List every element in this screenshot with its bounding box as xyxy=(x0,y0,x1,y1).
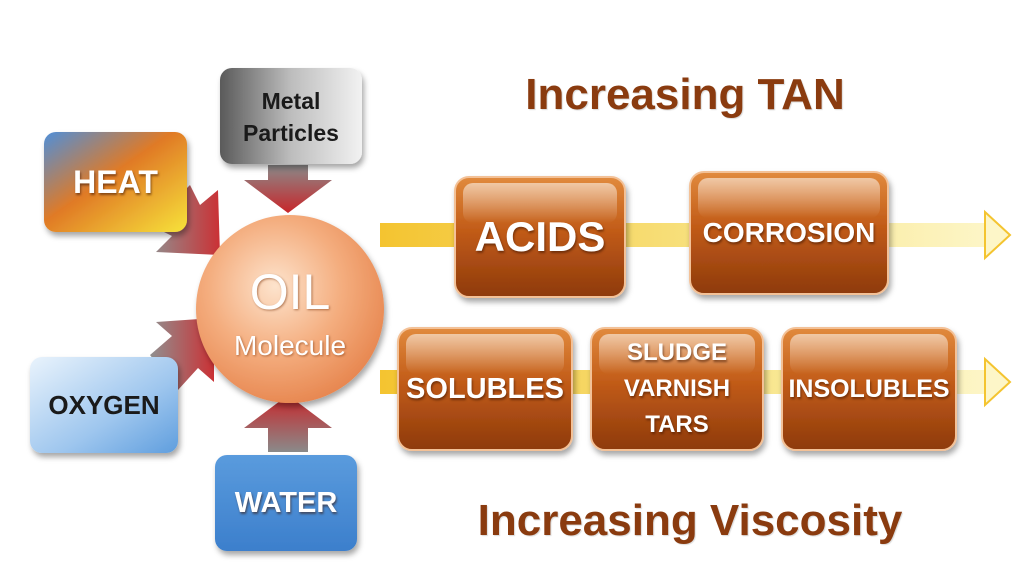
heat-label: HEAT xyxy=(73,163,158,200)
acids-box xyxy=(454,176,626,298)
corrosion-box xyxy=(689,171,889,295)
insolubles-box xyxy=(781,327,957,451)
oil-molecule-circle xyxy=(196,215,384,403)
increasing-tan-title: Increasing TAN xyxy=(525,70,845,119)
water-arrow-icon xyxy=(244,395,332,452)
oxygen-label: OXYGEN xyxy=(48,389,160,420)
corrosion-label: CORROSION xyxy=(702,217,876,248)
molecule-subtitle: Molecule xyxy=(233,330,347,361)
sludge-varnish-tars-label: SLUDGE VARNISH TARS xyxy=(623,339,731,438)
solubles-box xyxy=(397,327,573,451)
metal-arrow-icon xyxy=(244,165,332,213)
sludge-varnish-tars-box xyxy=(590,327,764,451)
solubles-label: SOLUBLES xyxy=(406,372,564,405)
oxygen-box xyxy=(30,357,178,453)
acids-label: ACIDS xyxy=(474,213,606,260)
increasing-viscosity-title: Increasing Viscosity xyxy=(477,496,903,545)
metal-particles-box xyxy=(220,68,362,164)
metal-particles-label: Metal Particles xyxy=(243,88,339,146)
water-label: WATER xyxy=(234,486,338,519)
heat-box xyxy=(44,132,187,232)
water-box xyxy=(215,455,357,551)
oil-title: OIL xyxy=(249,264,331,320)
insolubles-label: INSOLUBLES xyxy=(788,374,950,403)
